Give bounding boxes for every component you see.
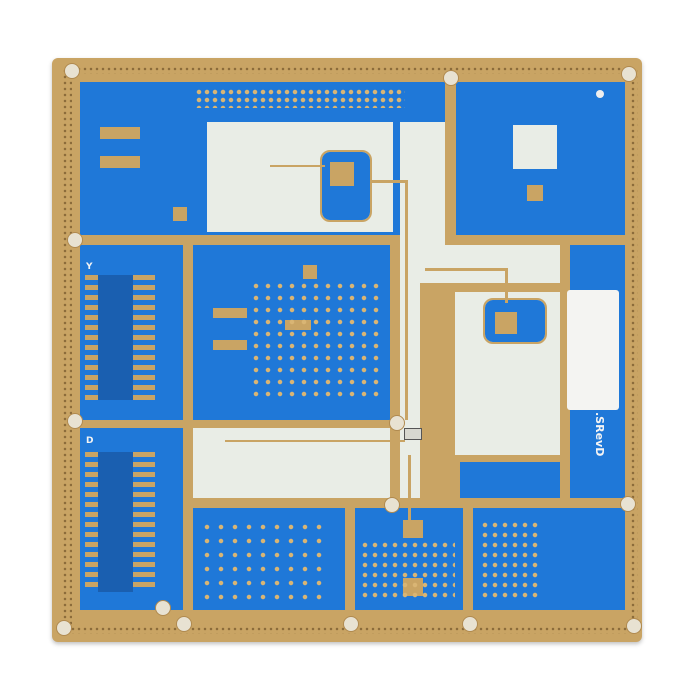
ic-chip — [330, 162, 354, 186]
ic-chip — [213, 340, 247, 350]
pad-array — [195, 88, 405, 108]
ic-chip — [173, 207, 187, 221]
rf-trace — [270, 165, 325, 167]
mounting-hole — [343, 616, 359, 632]
rf-trace — [408, 455, 411, 520]
via-row-top — [70, 66, 630, 74]
marker-d: D — [86, 436, 94, 446]
via-row-right — [630, 68, 638, 633]
revision-label: .SRevD — [593, 412, 606, 457]
via-row-left — [62, 68, 72, 633]
ic-chip — [100, 127, 140, 139]
ic-chip — [213, 308, 247, 318]
mounting-hole — [64, 63, 80, 79]
ic-chip — [403, 520, 423, 538]
mounting-hole — [621, 66, 637, 82]
connector-body — [98, 452, 133, 592]
rf-trace — [425, 268, 505, 271]
mounting-hole — [176, 616, 192, 632]
blue-strip — [460, 462, 560, 498]
ic-chip — [100, 156, 140, 168]
connector-body — [98, 275, 133, 400]
mounting-hole — [462, 616, 478, 632]
rf-trace — [370, 180, 407, 183]
mounting-hole — [384, 497, 400, 513]
mounting-hole — [67, 413, 83, 429]
ic-chip — [527, 185, 543, 201]
smd-component — [404, 428, 422, 440]
ic-chip — [303, 265, 317, 279]
label-sticker — [567, 290, 619, 410]
pad-array — [250, 280, 380, 400]
mounting-hole — [626, 618, 642, 634]
mounting-hole — [155, 600, 171, 616]
mounting-hole — [67, 232, 83, 248]
mounting-hole — [389, 415, 405, 431]
mounting-hole — [620, 496, 636, 512]
pad-array — [480, 520, 540, 600]
ic-chip — [495, 312, 517, 334]
fiducial — [596, 90, 604, 98]
marker-y: Y — [86, 262, 93, 272]
rf-trace — [405, 180, 408, 420]
substrate-area-bottom — [193, 428, 390, 498]
substrate-corridor-2 — [400, 245, 560, 283]
rf-trace — [505, 268, 508, 303]
mounting-hole — [56, 620, 72, 636]
component-window — [513, 125, 557, 169]
rf-trace — [225, 440, 405, 442]
mounting-hole — [443, 70, 459, 86]
pad-array — [360, 540, 455, 600]
pad-array — [200, 520, 330, 600]
